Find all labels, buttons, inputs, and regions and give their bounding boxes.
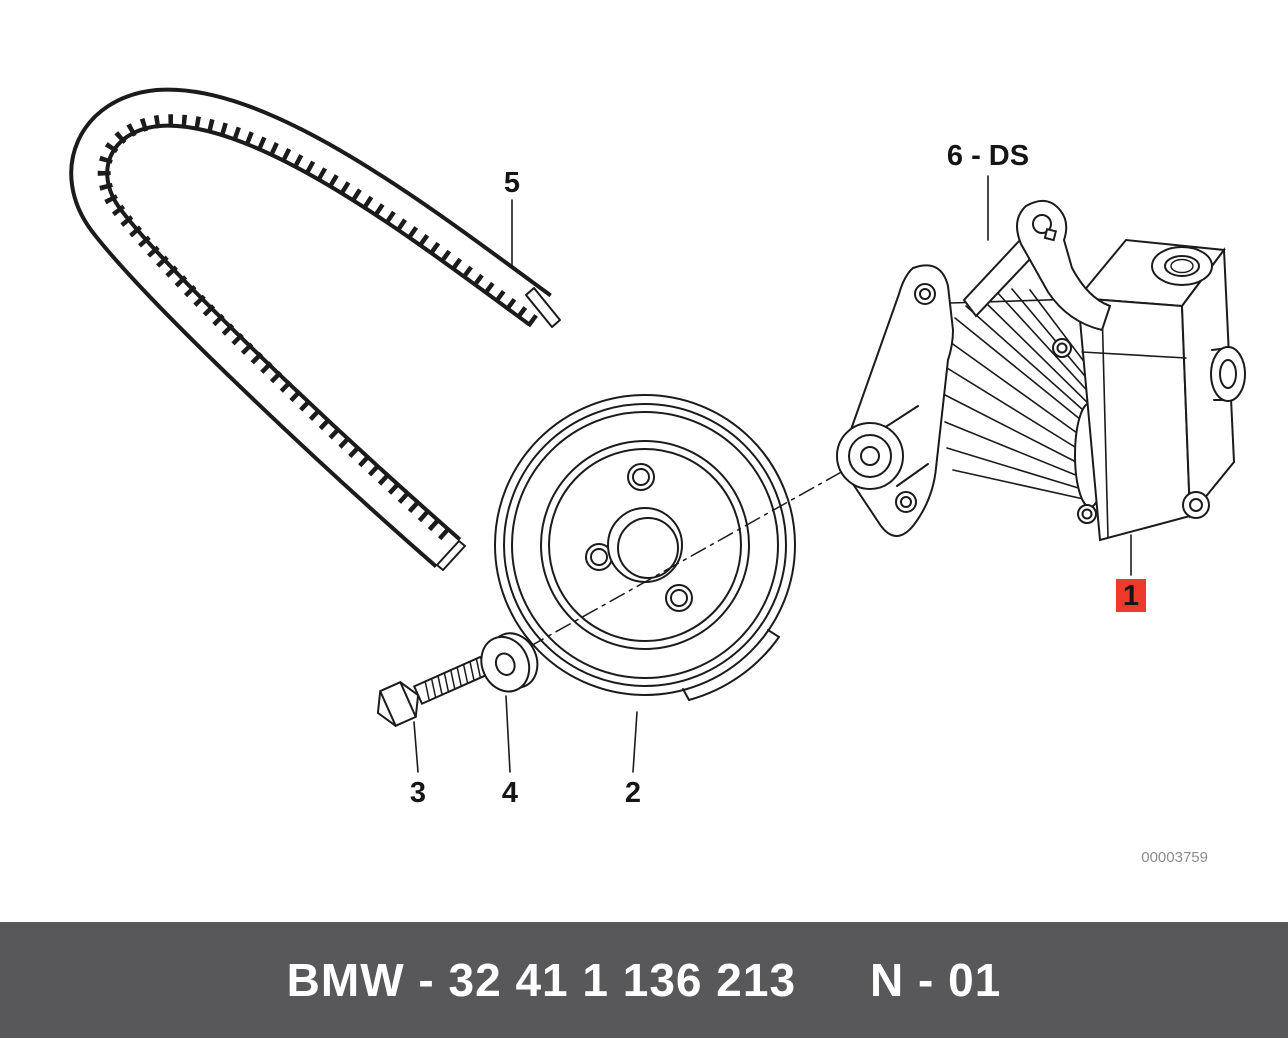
pump-flange-hole-bottom — [895, 491, 917, 513]
pulley-face-ring-inner — [548, 448, 742, 642]
bolt — [376, 655, 489, 727]
pulley-bolt-hole — [585, 543, 613, 571]
pulley-bolt-hole — [627, 463, 655, 491]
pulley-center-hole — [607, 507, 683, 583]
callout-label-bolt[interactable]: 3 — [410, 777, 426, 809]
v-belt — [69, 87, 561, 571]
pump-bottom-fitting — [1182, 491, 1210, 519]
part-number-text: BMW - 32 41 1 136 213 — [286, 954, 797, 1006]
pulley-bolt-hole — [665, 584, 693, 612]
parts-diagram-canvas: 5 6 - DS 1 3 4 2 00003759 — [69, 87, 1246, 866]
callout-label-pump[interactable]: 1 — [1123, 580, 1139, 612]
belt-teeth — [97, 114, 538, 546]
belt-end-top — [525, 287, 561, 328]
pump-bracket-tab — [1043, 227, 1058, 242]
pump-flange-hole-top — [914, 283, 936, 305]
callout-leader-pulley — [632, 711, 638, 773]
pump-shaft-boss — [836, 405, 929, 490]
pump-bolt-mid — [1052, 338, 1072, 358]
power-steering-pump — [836, 199, 1246, 542]
sheet-number-text: N - 01 — [870, 954, 1002, 1006]
callout-label-pulley[interactable]: 2 — [625, 777, 641, 809]
callout-leader-bolt — [413, 721, 419, 773]
callout-label-belt[interactable]: 5 — [504, 167, 520, 199]
callout-highlight-box — [1116, 579, 1146, 612]
washer — [480, 632, 539, 693]
pulley-face-ring-outer — [540, 440, 750, 650]
center-axis-line — [501, 469, 846, 663]
pump-side-port — [1210, 346, 1246, 402]
callout-leaders — [413, 175, 1132, 773]
pulley-rim-groove-1 — [503, 403, 787, 687]
pulley-rim-groove-2 — [511, 411, 779, 679]
callout-leader-washer — [505, 695, 511, 773]
washer-hole — [494, 652, 516, 676]
pump-bolt-bottom — [1077, 504, 1097, 524]
pulley-depth-arc — [682, 629, 780, 701]
watermark-number: 00003759 — [1141, 849, 1208, 866]
belt-end-bottom — [436, 540, 466, 571]
callout-label-washer[interactable]: 4 — [502, 777, 518, 809]
pump-top-port — [1151, 246, 1213, 286]
pump-body-block — [1075, 238, 1236, 542]
bolt-threads — [424, 657, 482, 702]
pulley — [494, 394, 796, 701]
belt-body — [73, 91, 550, 566]
pump-bracket-strap — [962, 238, 1033, 318]
footer-bar: BMW - 32 41 1 136 213 N - 01 — [0, 922, 1288, 1038]
callout-label-assembly[interactable]: 6 - DS — [947, 140, 1029, 172]
